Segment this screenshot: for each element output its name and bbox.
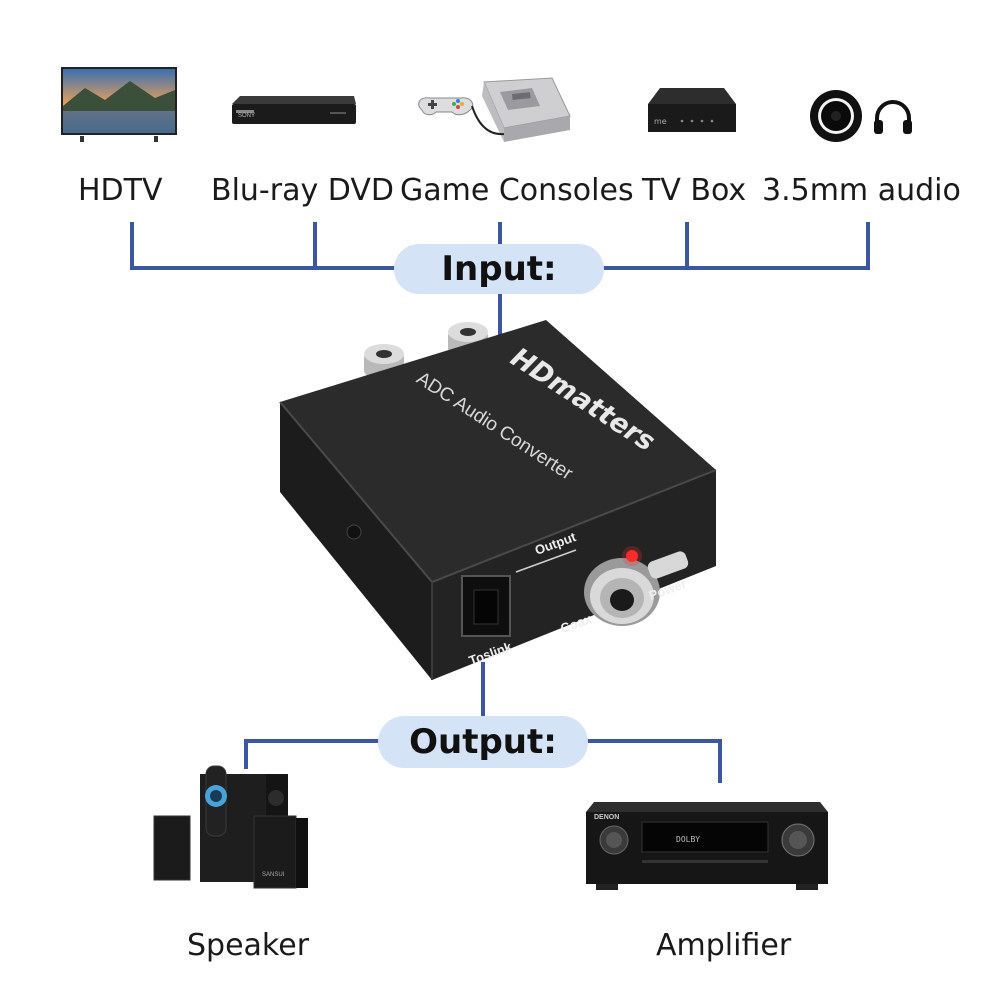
speaker-brand: SANSUI (262, 872, 285, 878)
input-drop-hdtv (130, 222, 134, 270)
input-label-bluray: Blu-ray DVD (211, 173, 394, 208)
input-drop-bluray (313, 222, 317, 270)
output-drop-speaker (244, 739, 248, 769)
output-label-speaker: Speaker (187, 928, 310, 963)
output-bus-left (244, 739, 384, 743)
input-drop-audio (866, 222, 870, 270)
headphone-icon (872, 98, 914, 136)
svg-text:DOLBY: DOLBY (676, 835, 700, 844)
input-bus-left (130, 266, 400, 270)
hdtv-icon (60, 66, 178, 144)
output-bus-right (584, 739, 722, 743)
input-label-3-5mm-audio: 3.5mm audio (762, 173, 961, 208)
input-drop-game (498, 222, 502, 252)
bluray-brand: SONY (238, 113, 256, 119)
amplifier-brand: DENON (594, 814, 620, 821)
adc-converter-device: HDmatters ADC Audio Converter Output Tos… (276, 320, 728, 690)
input-label-hdtv: HDTV (78, 173, 163, 208)
amplifier-icon: DOLBY DENON (584, 798, 830, 892)
speaker-icon: SANSUI (150, 760, 314, 892)
input-label-tv-box: TV Box (642, 173, 747, 208)
output-drop-amplifier (718, 739, 722, 783)
input-heading: Input: (394, 244, 604, 294)
output-stem (481, 662, 485, 718)
output-label-amplifier: Amplifier (656, 928, 792, 963)
input-stem (498, 290, 502, 340)
audio-jack-icon (808, 88, 864, 144)
output-heading: Output: (378, 716, 588, 768)
bluray-player-icon: SONY (230, 94, 358, 128)
tv-box-icon: me (646, 84, 738, 138)
input-label-game-consoles: Game Consoles (400, 173, 634, 208)
input-drop-tvbox (685, 222, 689, 270)
game-console-icon (412, 76, 572, 148)
svg-text:me: me (654, 117, 667, 126)
input-bus-right (600, 266, 870, 270)
